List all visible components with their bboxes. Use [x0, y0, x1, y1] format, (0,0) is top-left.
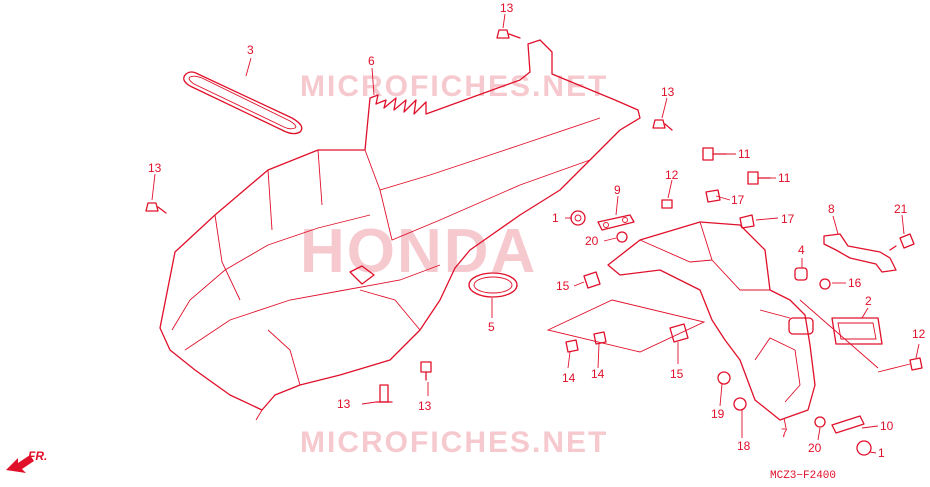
callout-4: 4 — [798, 243, 805, 257]
callout-15: 15 — [556, 279, 570, 293]
callout-1: 1 — [878, 446, 885, 460]
bracket-part-8 — [823, 233, 897, 273]
callout-13: 13 — [148, 161, 162, 175]
callout-3: 3 — [247, 43, 254, 57]
callout-8: 8 — [828, 202, 835, 216]
callout-18: 18 — [737, 439, 751, 453]
callout-11: 11 — [778, 171, 791, 185]
callout-16: 16 — [848, 276, 862, 290]
callout-11: 11 — [738, 147, 751, 161]
callout-13: 13 — [661, 85, 675, 99]
reflector-part-2 — [831, 317, 883, 345]
callout-13: 13 — [500, 1, 514, 15]
rear-fender-part-6 — [159, 39, 641, 421]
clamp-part-10 — [831, 415, 865, 434]
callout-15: 15 — [670, 367, 684, 381]
watermark-center: HONDA — [300, 217, 537, 286]
callout-21: 21 — [894, 202, 908, 216]
watermark-top: MICROFICHES.NET — [300, 70, 608, 103]
callout-6: 6 — [368, 54, 375, 68]
callout-20: 20 — [808, 441, 822, 455]
callout-7: 7 — [781, 426, 788, 440]
callout-17: 17 — [781, 212, 795, 226]
watermark-bottom: MICROFICHES.NET — [300, 426, 608, 459]
callout-13: 13 — [337, 397, 351, 411]
callout-14: 14 — [591, 367, 605, 381]
band-part-3 — [183, 71, 303, 135]
callout-20: 20 — [585, 234, 599, 248]
front-direction-arrow: FR. — [6, 449, 47, 473]
callout-1: 1 — [552, 211, 559, 225]
direction-label: FR. — [28, 449, 47, 463]
diagram-code: MCZ3−F2400 — [770, 470, 836, 482]
callout-12: 12 — [912, 327, 926, 341]
callout-12: 12 — [665, 168, 679, 182]
leader-lines — [151, 13, 920, 454]
callout-19: 19 — [711, 407, 725, 421]
hardware-items — [570, 189, 872, 456]
callout-14: 14 — [562, 371, 576, 385]
callout-labels: 13 3 6 13 13 11 11 12 9 17 1 20 17 8 21 … — [148, 1, 926, 460]
clamp-part-9 — [597, 214, 635, 231]
callout-5: 5 — [488, 320, 495, 334]
license-bracket-part-7 — [546, 221, 816, 421]
bolts — [145, 29, 923, 403]
callout-10: 10 — [880, 419, 894, 433]
callout-17: 17 — [731, 193, 745, 207]
callout-2: 2 — [865, 294, 872, 308]
callout-13: 13 — [418, 399, 432, 413]
grommet-part-5 — [468, 272, 518, 298]
callout-9: 9 — [614, 183, 621, 197]
